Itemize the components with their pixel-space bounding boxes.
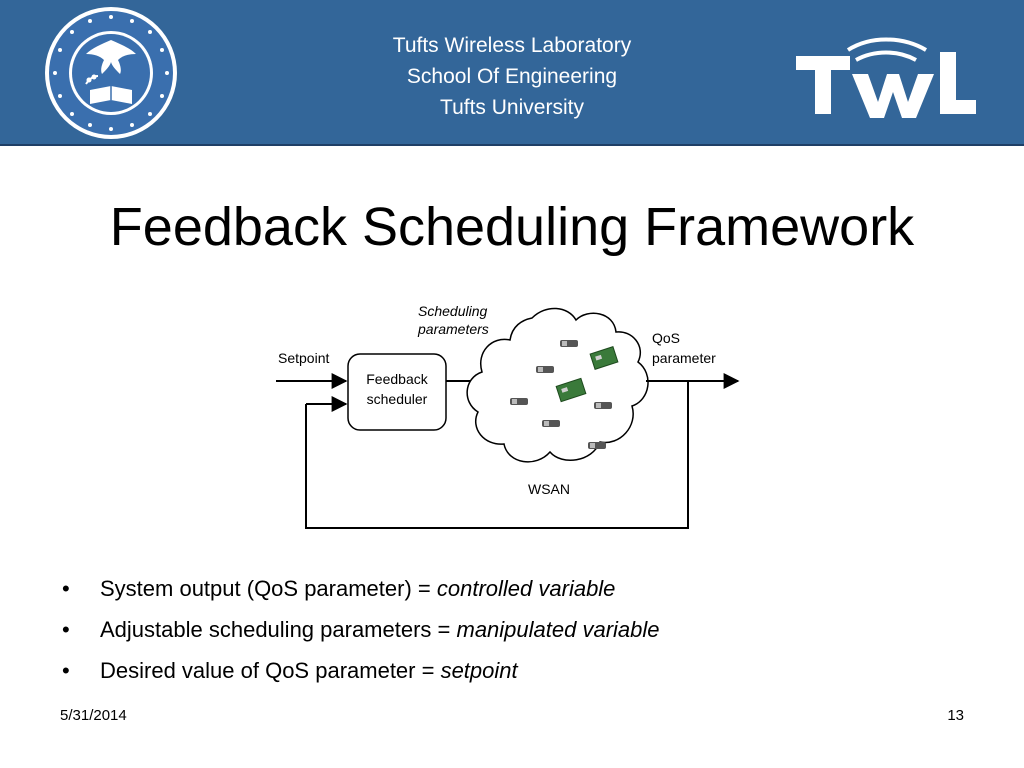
page-number: 13 xyxy=(947,707,964,724)
sensor-node-icon xyxy=(536,366,554,373)
university-name: Tufts University xyxy=(440,96,584,119)
sensor-node-icon xyxy=(594,402,612,409)
feedback-scheduling-diagram: Setpoint Feedback scheduler Scheduling p… xyxy=(276,303,740,529)
circuit-board-icon xyxy=(555,377,587,403)
bullet-text: System output (QoS parameter) = xyxy=(100,576,437,601)
tufts-university-seal-icon xyxy=(45,7,177,139)
bullet-marker: • xyxy=(62,658,70,683)
bullet-text: Desired value of QoS parameter = xyxy=(100,658,441,683)
sensor-node-icon xyxy=(510,398,528,405)
feedback-scheduler-block xyxy=(347,353,447,431)
setpoint-label: Setpoint xyxy=(278,350,329,366)
bullet-item: • Adjustable scheduling parameters = man… xyxy=(60,609,960,650)
parameters-label-line2: parameters xyxy=(417,321,489,337)
twl-logo-icon xyxy=(796,37,976,118)
feedback-loop-line xyxy=(305,381,689,529)
bullet-text: Adjustable scheduling parameters = xyxy=(100,617,457,642)
wsan-label: WSAN xyxy=(528,481,570,497)
circuit-board-icon xyxy=(589,346,619,370)
school-name: School Of Engineering xyxy=(406,65,618,88)
bullet-marker: • xyxy=(62,576,70,601)
bullet-emphasis: controlled variable xyxy=(436,576,616,601)
scheduler-label-line1: Feedback xyxy=(366,371,428,387)
bullet-list: • System output (QoS parameter) = contro… xyxy=(60,568,960,691)
lab-name-block: Tufts Wireless Laboratory School Of Engi… xyxy=(312,30,712,123)
bullet-marker: • xyxy=(62,617,70,642)
bullet-emphasis: setpoint xyxy=(440,658,518,683)
bullet-item: • System output (QoS parameter) = contro… xyxy=(60,568,960,609)
lab-name: Tufts Wireless Laboratory xyxy=(392,34,632,57)
wsan-cloud xyxy=(466,307,649,463)
qos-label-line2: parameter xyxy=(652,350,716,366)
bullet-emphasis: manipulated variable xyxy=(456,617,660,642)
sensor-node-icon xyxy=(542,420,560,427)
parameters-label-line1: Scheduling xyxy=(418,303,487,319)
slide-header: Tufts Wireless Laboratory School Of Engi… xyxy=(0,0,1024,146)
sensor-node-icon xyxy=(560,340,578,347)
qos-label-line1: QoS xyxy=(652,330,680,346)
scheduler-label-line2: scheduler xyxy=(367,391,428,407)
slide-title: Feedback Scheduling Framework xyxy=(109,197,915,257)
footer-date: 5/31/2014 xyxy=(60,707,127,724)
sensor-node-icon xyxy=(588,442,606,449)
bullet-item: • Desired value of QoS parameter = setpo… xyxy=(60,650,960,691)
